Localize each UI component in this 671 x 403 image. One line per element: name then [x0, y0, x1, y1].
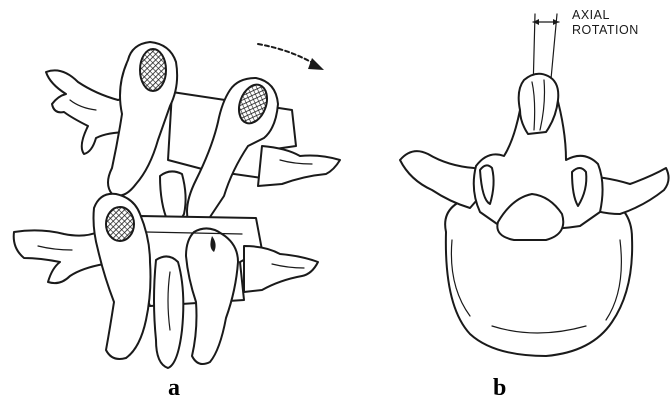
facet-upper-left: [140, 49, 166, 91]
panel-b-illustration: AXIAL ROTATION b: [400, 8, 669, 401]
panel-b-label: b: [493, 375, 506, 401]
lower-vertebra: [14, 194, 318, 368]
axial-label: AXIAL: [572, 8, 610, 22]
facet-lower-left: [106, 207, 134, 241]
upper-vertebra: [46, 42, 340, 225]
rotation-label: ROTATION: [572, 23, 639, 37]
panel-a-label: a: [168, 375, 180, 401]
panel-a-illustration: a: [14, 42, 340, 401]
rotation-arrow: [258, 44, 324, 70]
